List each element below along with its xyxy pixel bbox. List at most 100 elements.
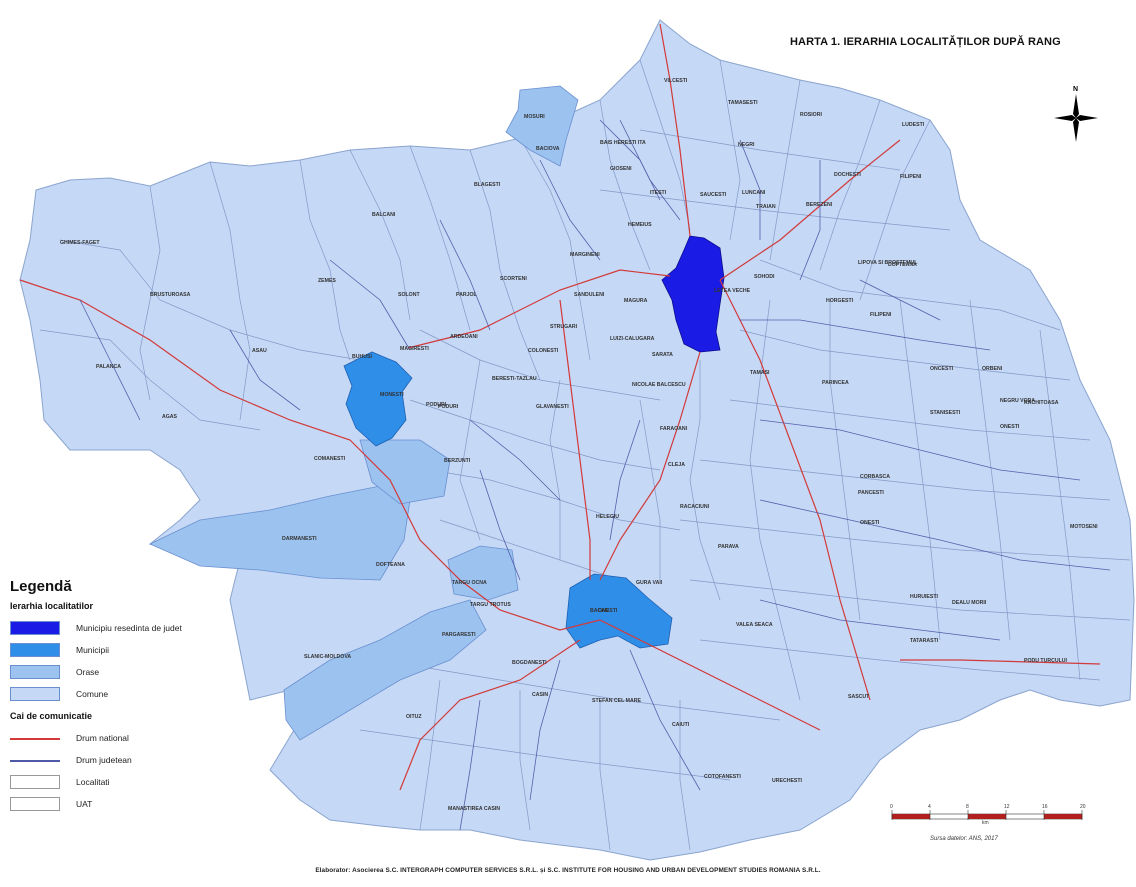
place-label: PODURI: [438, 404, 459, 410]
place-label: SARATA: [652, 352, 673, 358]
place-label: TAMASI: [750, 370, 770, 376]
place-label: HEMEIUS: [628, 222, 652, 228]
place-label: SASCUT: [848, 694, 870, 700]
place-label: SANDULENI: [574, 292, 605, 298]
place-label: PALANCA: [96, 364, 121, 370]
place-label: STANISESTI: [930, 410, 961, 416]
legend-label: Localitati: [76, 777, 110, 787]
legend-item-hierarchy: Municipiu resedinta de judet: [8, 617, 228, 639]
legend-label: UAT: [76, 799, 93, 809]
place-label: CASIN: [532, 692, 548, 698]
place-label: GIOSENI: [610, 166, 632, 172]
place-label: MANASTIREA CASIN: [448, 806, 500, 812]
place-label: MOSURI: [524, 114, 545, 120]
place-label: COMANESTI: [314, 456, 346, 462]
uat-boundaries: [39, 59, 1131, 851]
place-label: SOHODI: [754, 274, 775, 280]
area-darmanesti: [149, 485, 411, 581]
place-label: NICOLAE BALCESCU: [632, 382, 686, 388]
place-label: BLAGESTI: [474, 182, 501, 188]
place-label: SAUCESTI: [700, 192, 727, 198]
legend-label: Municipiu resedinta de judet: [76, 623, 182, 633]
legend: Legendă Ierarhia localitatilor Municipiu…: [8, 578, 228, 815]
place-label: ONESTI: [1000, 424, 1020, 430]
place-label: TARGU OCNA: [452, 580, 487, 586]
scale-tick-label: 0: [890, 804, 893, 810]
place-label: NEGRI: [738, 142, 755, 148]
place-label: PARINCEA: [822, 380, 849, 386]
place-label: FILIPENI: [870, 312, 892, 318]
place-label: ARDEOANI: [450, 334, 478, 340]
place-label: FILIPENI: [900, 174, 922, 180]
place-label: BOGDANESTI: [512, 660, 547, 666]
place-label: NEGRU VODA: [1000, 398, 1035, 404]
legend-label: Drum judetean: [76, 755, 132, 765]
place-label: FARAOANI: [660, 426, 688, 432]
place-label: VALEA SEACA: [736, 622, 773, 628]
place-label: MOTOSENI: [1070, 524, 1098, 530]
north-label: N: [1073, 86, 1079, 93]
place-label: BAIS HERESTI ITA: [600, 140, 646, 146]
map-title: HARTA 1. IERARHIA LOCALITĂȚILOR DUPĂ RAN…: [790, 36, 1061, 48]
legend-item-hierarchy: Comune: [8, 683, 228, 705]
legend-label: Municipii: [76, 645, 110, 655]
place-label: BERESTI-TAZLAU: [492, 376, 537, 382]
legend-item-hierarchy: Municipii: [8, 639, 228, 661]
municipii-areas: [343, 351, 673, 649]
legend-swatch: [10, 731, 60, 745]
scale-tick-label: 4: [928, 804, 931, 810]
place-label: PARGARESTI: [442, 632, 476, 638]
place-label: TATARASTI: [910, 638, 939, 644]
scale-tick-label: 8: [966, 804, 969, 810]
place-label: SOLONT: [398, 292, 420, 298]
legend-swatch: [10, 775, 60, 789]
place-label: GURA VAII: [636, 580, 663, 586]
place-label: MARGINENI: [570, 252, 600, 258]
place-label: BERZUNTI: [444, 458, 471, 464]
source-text: Sursa datelor: ANS, 2017: [930, 836, 998, 842]
place-label: SCORTENI: [500, 276, 527, 282]
place-label: HELEGIU: [596, 514, 619, 520]
legend-label: Drum national: [76, 733, 129, 743]
legend-item-road: UAT: [8, 793, 228, 815]
place-label: BRUSTUROASA: [150, 292, 191, 298]
place-label: PARAVA: [718, 544, 739, 550]
place-label: LUDESTI: [902, 122, 925, 128]
legend-label: Comune: [76, 689, 109, 699]
place-label: ASAU: [252, 348, 267, 354]
place-label: DEALU MORII: [952, 600, 987, 606]
scale-bar-graphic: [891, 810, 1083, 820]
area-slanic-moldova: [283, 599, 487, 741]
place-label: BEREZENI: [806, 202, 833, 208]
place-label: BACIOVA: [536, 146, 560, 152]
place-label: COLONESTI: [528, 348, 559, 354]
place-label: TAMASESTI: [728, 100, 758, 106]
area-moinesti: [343, 351, 413, 447]
legend-swatch: [10, 753, 60, 767]
place-label: LUNCANI: [742, 190, 766, 196]
legend-swatch: [10, 797, 60, 811]
place-label: RACHITOASA: [1024, 400, 1059, 406]
place-label: HURUIESTI: [910, 594, 939, 600]
legend-swatch: [10, 665, 60, 679]
place-label: GLAVANESTI: [536, 404, 569, 410]
place-label: STRUGARI: [550, 324, 578, 330]
place-label: BACAU: [590, 608, 609, 614]
place-label: DOFTEANA: [376, 562, 405, 568]
legend-swatch: [10, 643, 60, 657]
legend-item-hierarchy: Orase: [8, 661, 228, 683]
north-arrow-icon: [1054, 94, 1098, 142]
legend-swatch: [10, 687, 60, 701]
legend-title: Legendă: [10, 578, 72, 595]
place-labels: VILCESTITAMASESTIROSIORILUDESTINEGRIDOCH…: [60, 78, 1098, 812]
place-label: OITUZ: [406, 714, 422, 720]
area-targu-ocna: [447, 545, 519, 601]
place-label: DOCHESTI: [834, 172, 861, 178]
place-label: ROSIORI: [800, 112, 822, 118]
place-label: CORBASCA: [860, 474, 890, 480]
place-label: PARJOL: [456, 292, 477, 298]
legend-swatch: [10, 621, 60, 635]
place-label: MAGURA: [624, 298, 648, 304]
